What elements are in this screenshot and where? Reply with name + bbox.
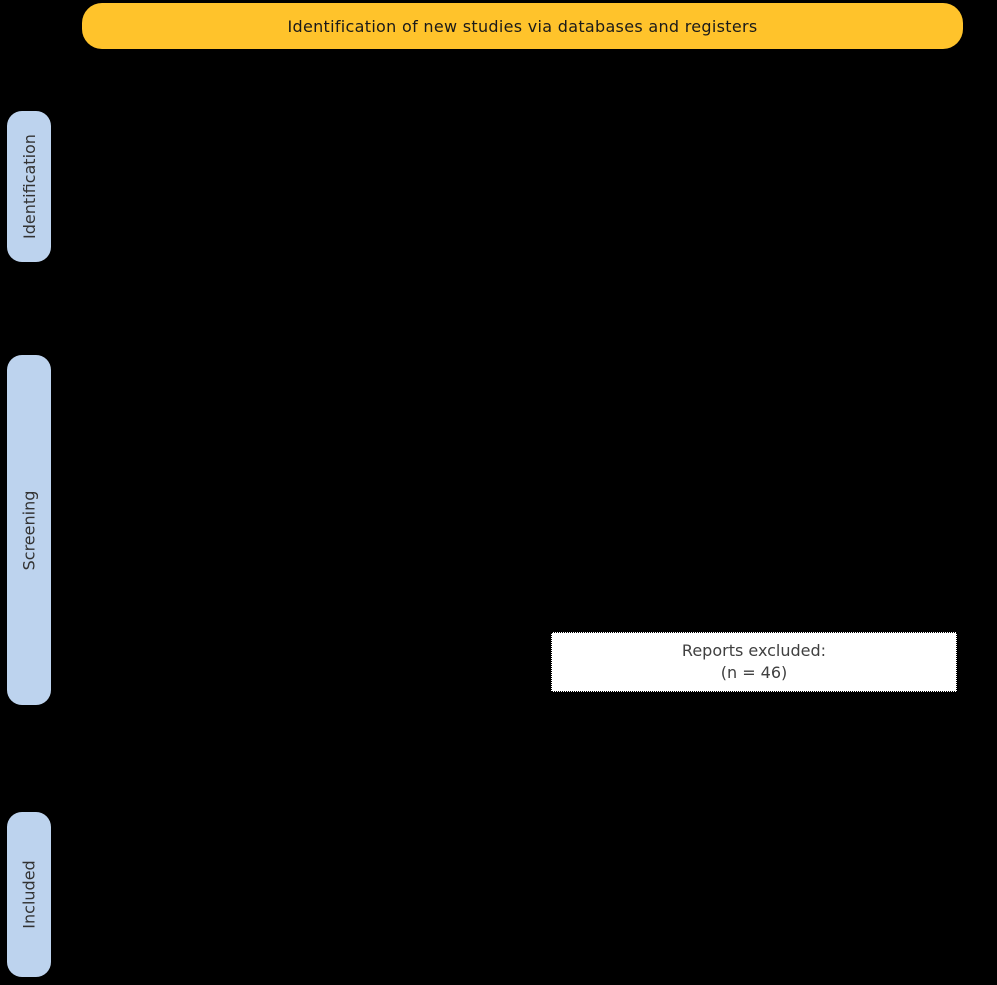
stage-label-included: Included bbox=[7, 812, 51, 977]
reports-excluded-label: Reports excluded: bbox=[681, 641, 827, 660]
title-banner-label: Identification of new studies via databa… bbox=[287, 16, 758, 36]
stage-label-identification-text: Identification bbox=[19, 134, 39, 239]
reports-excluded-count: (n = 46) bbox=[720, 663, 788, 682]
stage-label-screening: Screening bbox=[7, 355, 51, 705]
stage-label-included-text: Included bbox=[19, 860, 39, 929]
stage-label-screening-text: Screening bbox=[19, 490, 39, 570]
title-banner: Identification of new studies via databa… bbox=[82, 3, 963, 49]
stage-label-identification: Identification bbox=[7, 111, 51, 262]
reports-excluded-box: Reports excluded: (n = 46) bbox=[551, 632, 957, 692]
